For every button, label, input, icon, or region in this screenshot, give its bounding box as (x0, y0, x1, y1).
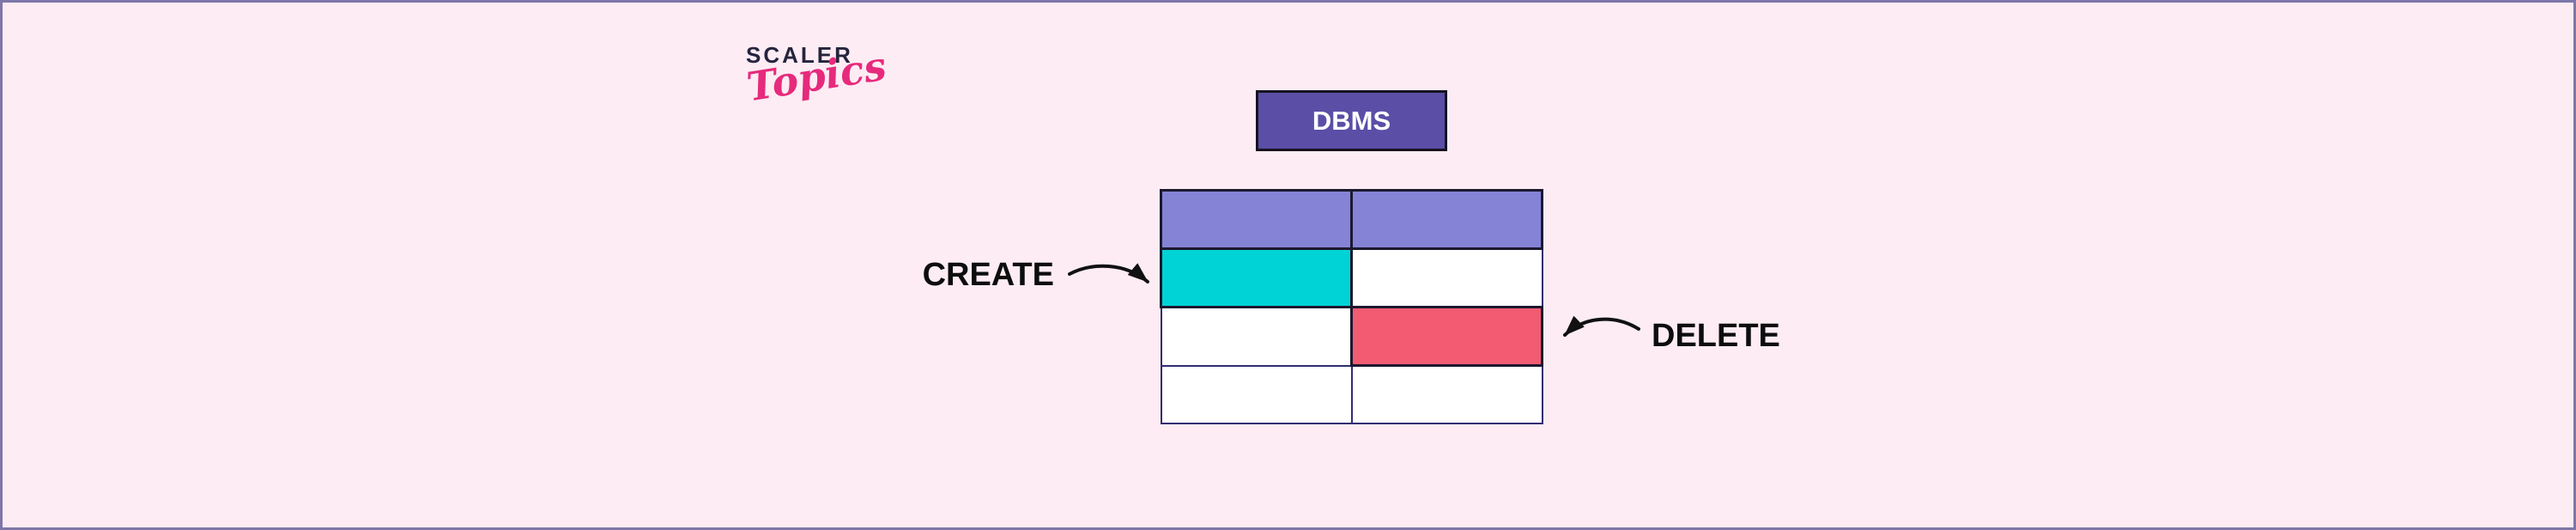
dbms-title-box: DBMS (1256, 90, 1447, 151)
table-cell-create (1160, 247, 1353, 308)
delete-label: DELETE (1652, 318, 1780, 354)
table-cell-plain (1350, 247, 1543, 308)
table-cell-plain (1160, 306, 1353, 367)
logo-scaler-text: SCALER (746, 42, 853, 68)
table-row (1160, 189, 1543, 250)
scaler-topics-logo: SCALER Topics (743, 42, 889, 111)
table-cell-header (1160, 189, 1353, 250)
delete-arrow (1563, 315, 1640, 337)
table-row (1160, 306, 1543, 367)
create-arrow (1068, 263, 1149, 283)
table-cell-plain (1350, 364, 1543, 424)
table-row (1160, 364, 1543, 424)
table-row (1160, 247, 1543, 308)
table-cell-plain (1160, 364, 1353, 424)
table-cell-header (1350, 189, 1543, 250)
create-label: CREATE (922, 257, 1054, 293)
database-table (1160, 189, 1543, 424)
table-cell-delete (1350, 306, 1543, 367)
